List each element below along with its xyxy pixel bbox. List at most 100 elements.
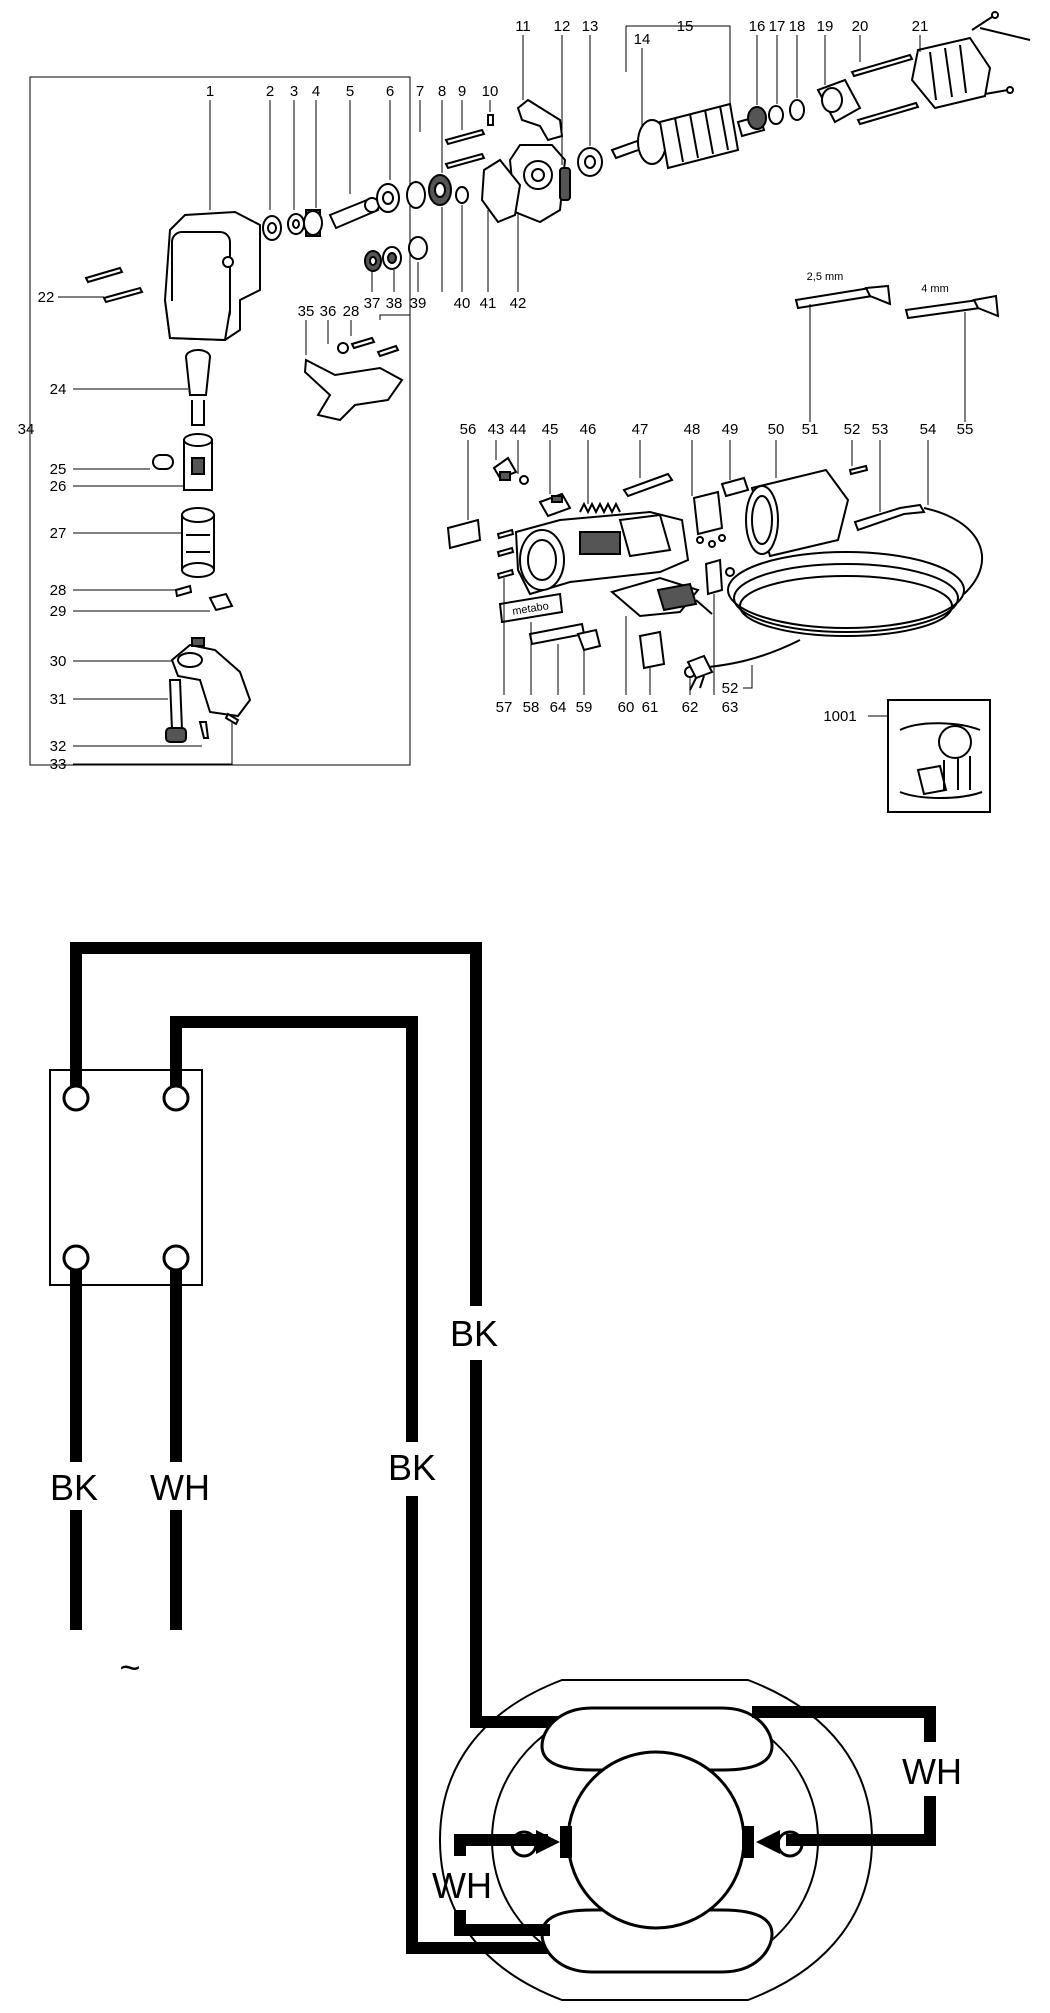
die-holder-30 [170, 637, 252, 718]
field-coil-upper [540, 1706, 774, 1772]
callout-24: 24 [50, 381, 67, 398]
left-brush-arrow [536, 1830, 560, 1854]
callout-45: 45 [542, 421, 559, 438]
outer-black-wire [70, 942, 568, 1728]
callout-38: 38 [386, 295, 403, 312]
brand-plate-58: metabo [498, 592, 564, 624]
brush-59 [576, 628, 602, 652]
callout-17: 17 [769, 18, 786, 35]
bearing-6 [376, 183, 400, 213]
supply-white-label: WH [150, 1467, 210, 1508]
switch-rod-47 [622, 472, 674, 498]
bearing-3 [287, 213, 305, 235]
right-brush-arrow [756, 1830, 780, 1854]
callout-20: 20 [852, 18, 869, 35]
right-white-label: WH [902, 1751, 962, 1792]
callout-13: 13 [582, 18, 599, 35]
inset-1001 [887, 699, 991, 813]
callout-41: 41 [480, 295, 497, 312]
nut-29 [208, 592, 234, 612]
callout-42: 42 [510, 295, 527, 312]
gasket-41 [480, 158, 522, 224]
bearing-2 [262, 215, 282, 241]
washer-17 [768, 105, 784, 125]
label-plate-56 [446, 518, 482, 550]
callout-28: 28 [50, 582, 67, 599]
callout-48: 48 [684, 421, 701, 438]
supply-black-label: BK [50, 1467, 98, 1508]
switch-terminal-top-left [62, 1084, 90, 1112]
cutter-blade [303, 358, 404, 422]
bolt-31 [165, 679, 187, 743]
callout-labels: 1 2 3 4 5 6 7 8 9 10 11 12 13 14 15 16 1… [18, 18, 974, 773]
callout-28-upper: 28 [343, 303, 360, 320]
callout-52-lower: 52 [722, 680, 739, 697]
callout-39: 39 [410, 295, 427, 312]
cable-guard-53 [853, 503, 926, 532]
callout-55: 55 [957, 421, 974, 438]
brush-holder-49 [720, 476, 750, 498]
callout-60: 60 [618, 699, 635, 716]
callout-56: 56 [460, 421, 477, 438]
callout-63: 63 [722, 699, 739, 716]
gear-8 [428, 174, 452, 206]
callout-49: 49 [722, 421, 739, 438]
callout-35: 35 [298, 303, 315, 320]
callout-7: 7 [416, 83, 424, 100]
hex-key-4mm: 4 mm [904, 283, 1000, 320]
screws-22 [84, 266, 144, 304]
callout-43: 43 [488, 421, 505, 438]
switch-terminal-bottom-right [162, 1244, 190, 1272]
gear-4 [303, 209, 323, 237]
hex-key-2-5mm: 2,5 mm [794, 271, 892, 310]
motor-housing [514, 510, 690, 596]
screw-20 [850, 53, 920, 126]
wiring-diagram: BK WH ~ BK BK WH WH [49, 942, 962, 2001]
punch-24 [185, 349, 211, 426]
carbon-brush-right [742, 1826, 754, 1858]
field-coil-lower [540, 1908, 774, 1974]
switch-slider-45 [538, 492, 572, 518]
callout-14: 14 [634, 31, 651, 48]
callout-2: 2 [266, 83, 274, 100]
carbon-brush-left [560, 1826, 572, 1858]
power-cord-54 [686, 507, 983, 691]
screw-52-top [848, 464, 869, 476]
callout-22: 22 [38, 289, 55, 306]
callout-32: 32 [50, 738, 67, 755]
bearing-13 [577, 147, 603, 177]
callout-53: 53 [872, 421, 889, 438]
punch-holder-26 [183, 433, 213, 491]
screw-9 [444, 128, 486, 170]
terminal-52 [704, 558, 735, 596]
circlip-7 [406, 181, 426, 209]
screw-44 [519, 475, 529, 485]
rating-plate-64 [528, 622, 586, 646]
callout-50: 50 [768, 421, 785, 438]
gear-head-frame [29, 76, 411, 766]
switch-terminal-bottom-left [62, 1244, 90, 1272]
hex-key-small-size: 2,5 mm [807, 271, 844, 283]
callout-8: 8 [438, 83, 446, 100]
callout-61: 61 [642, 699, 659, 716]
field-coil-21 [910, 11, 1031, 110]
screw-32 [198, 721, 210, 739]
callout-9: 9 [458, 83, 466, 100]
pins-57 [496, 528, 515, 580]
callout-16: 16 [749, 18, 766, 35]
switch-terminal-top-right [162, 1084, 190, 1112]
callout-1: 1 [206, 83, 214, 100]
capacitor [656, 582, 713, 615]
callout-18: 18 [789, 18, 806, 35]
inner-black-label: BK [388, 1447, 436, 1488]
callout-5: 5 [346, 83, 354, 100]
bearing-16 [747, 106, 767, 130]
washer-40 [455, 186, 469, 204]
eccentric-shaft-5 [328, 196, 380, 230]
spring-46 [579, 501, 621, 515]
callout-40: 40 [454, 295, 471, 312]
left-white-wire [454, 1834, 550, 1936]
right-white-wire [752, 1706, 936, 1846]
callout-11: 11 [515, 18, 531, 35]
